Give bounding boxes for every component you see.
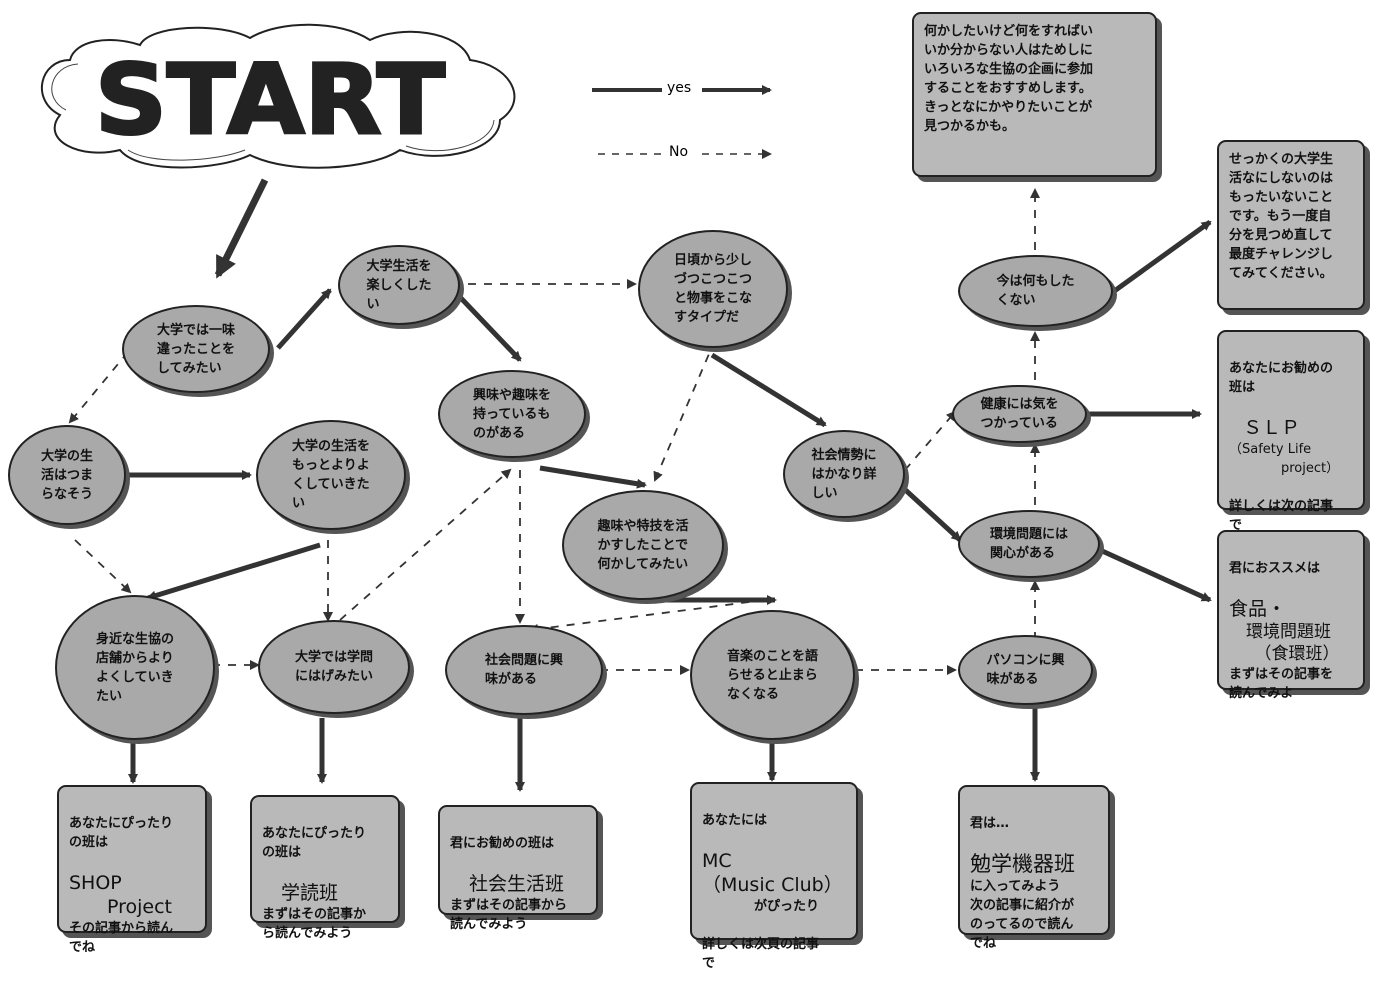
slp-name: ＳＬＰ <box>1243 417 1301 439</box>
node-boring-college: 大学の生 活はつま らなそう <box>8 425 126 525</box>
pc-intro: 君は… <box>970 816 1010 831</box>
result-box-gakudoku: あなたにぴったり の班は 学読班 まずはその記事か ら読んでみよう <box>250 795 400 941</box>
gaku-name: 学読班 <box>262 882 339 904</box>
gaku-intro: あなたにぴったり の班は <box>262 826 367 860</box>
node-use-skills: 趣味や特技を活 かすしたことで 何かしてみたい <box>562 490 724 600</box>
result-box-benkyo-kiki: 君は… 勉学機器班 に入ってみよう 次の記事に紹介が のってるので読ん でね <box>958 785 1110 951</box>
shakai-intro: 君にお勧めの班は <box>450 836 555 851</box>
node-pc: パソコンに興 味がある <box>958 635 1093 705</box>
mc-intro: あなたには <box>702 813 768 828</box>
node-better-college: 大学の生活を もっとよりよ くしていきた い <box>256 420 406 530</box>
result-box-food-environment: 君におススメは 食品・ 環境問題班 （食環班） まずはその記事を 読んでみよ <box>1217 530 1365 701</box>
mc-note: 詳しくは次頁の記事 で <box>702 937 820 971</box>
mc-name: MC （Music Club） <box>702 850 843 896</box>
shop-name-1: SHOP <box>69 872 122 894</box>
food-intro: 君におススメは <box>1229 561 1321 576</box>
node-coop-store: 身近な生協の 店舗からより よくしていき たい <box>55 595 215 740</box>
food-name-2: 環境問題班 （食環班） <box>1245 622 1340 664</box>
pc-name: 勉学機器班 <box>970 852 1075 876</box>
result-box-music-club: あなたには MC （Music Club） がぴったり 詳しくは次頁の記事 で <box>690 782 858 971</box>
result-box-try-events: 何かしたいけど何をすればい いか分からない人はためしに いろいろな生協の企画に参… <box>912 12 1157 177</box>
result-box-slp: あなたにお勧めの 班は ＳＬＰ （Safety Life project） 詳し… <box>1217 330 1365 533</box>
node-health: 健康には気を つかっている <box>952 385 1087 443</box>
gaku-note: まずはその記事か ら読んでみよう <box>262 907 367 941</box>
node-steady-type: 日頃から少し づつこつこつ と物事をこな すタイプだ <box>638 230 788 348</box>
slp-note: 詳しくは次の記事 で <box>1229 499 1334 533</box>
node-environment: 環境問題には 関心がある <box>958 510 1100 578</box>
shop-note: その記事から読ん でね <box>69 921 174 955</box>
node-different-experience: 大学では一味 違ったことを してみたい <box>122 305 270 393</box>
yes-arrows <box>125 178 1212 792</box>
start-cloud: START <box>41 23 516 169</box>
slp-full-name: （Safety Life project） <box>1229 442 1340 476</box>
slp-intro: あなたにお勧めの 班は <box>1229 361 1334 395</box>
shakai-name: 社会生活班 <box>450 873 565 895</box>
no-arrows <box>68 188 1040 675</box>
result-box-retry: せっかくの大学生 活なにしないのは もったいないこと です。もう一度自 分を見つ… <box>1217 140 1365 310</box>
legend-yes-label: yes <box>667 80 692 96</box>
node-social-affairs: 社会情勢に はかなり詳 しい <box>783 430 905 518</box>
node-study: 大学では学問 にはげみたい <box>258 620 410 714</box>
shop-intro: あなたにぴったり の班は <box>69 816 174 850</box>
node-enjoy-college: 大学生活を 楽しくした い <box>338 245 460 325</box>
node-do-nothing: 今は何もした くない <box>958 255 1113 327</box>
food-note: まずはその記事を 読んでみよ <box>1229 667 1334 701</box>
result-box-shakai-seikatsu: 君にお勧めの班は 社会生活班 まずはその記事から 読んでみよう <box>438 805 598 932</box>
node-social-issues: 社会問題に興 味がある <box>445 625 603 715</box>
legend-no-label: No <box>669 144 689 160</box>
mc-fit: がぴったり <box>702 899 820 914</box>
node-have-hobby: 興味や趣味を 持っているも のがある <box>438 370 586 458</box>
legend <box>592 85 772 159</box>
pc-note: に入ってみよう 次の記事に紹介が のってるので読ん でね <box>970 879 1075 951</box>
node-music: 音楽のことを語 らせると止まら なくなる <box>690 610 855 740</box>
start-title: START <box>95 44 445 156</box>
food-name-1: 食品・ <box>1229 598 1287 620</box>
result-box-shop-project: あなたにぴったり の班は SHOP Project その記事から読ん でね <box>57 785 207 955</box>
flowchart-canvas: START <box>41 23 1212 792</box>
shop-name-2: Project <box>69 896 173 918</box>
shakai-note: まずはその記事から 読んでみよう <box>450 898 568 932</box>
